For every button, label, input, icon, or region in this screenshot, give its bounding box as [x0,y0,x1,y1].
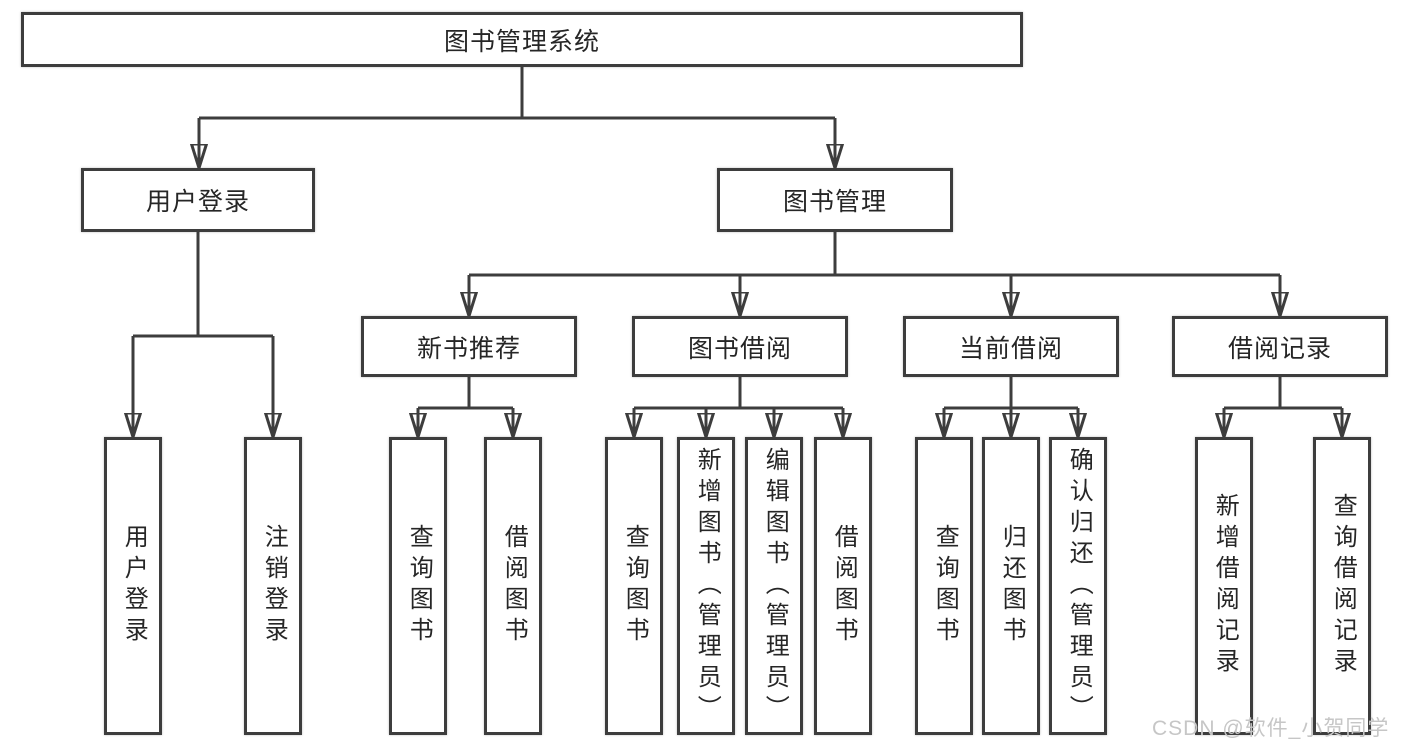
node-book-management-system: 图书管理系统 [21,12,1023,67]
leaf-borrow-books: 借阅图书 [814,437,872,735]
connector-new-book-recommendation-branch [418,377,513,437]
connector-book-management-branch [469,232,1280,316]
node-label: 归还图书 [998,524,1026,648]
node-label: 确认归还（管理员） [1065,446,1093,726]
connector-book-borrowing-branch [634,377,843,437]
node-label: 新增借阅记录 [1211,493,1239,679]
leaf-query-borrow-record: 查询借阅记录 [1313,437,1371,735]
leaf-edit-books-admin: 编辑图书（管理员） [745,437,803,735]
node-user-login: 用户登录 [81,168,315,232]
node-borrowing-records: 借阅记录 [1172,316,1388,377]
connector-current-borrowing-branch [944,377,1078,437]
leaf-query-books: 查询图书 [605,437,663,735]
node-label: 编辑图书（管理员） [761,446,789,726]
node-label: 当前借阅 [958,334,1063,363]
leaf-user-login: 用户登录 [104,437,162,735]
node-label: 查询图书 [405,524,433,648]
node-label: 查询图书 [621,524,649,648]
node-label: 图书管理 [782,188,887,216]
node-book-management: 图书管理 [717,168,953,232]
node-current-borrowing: 当前借阅 [903,316,1119,377]
connector-user-login-branch [133,232,273,437]
node-label: 查询借阅记录 [1329,493,1357,679]
leaf-add-borrow-record: 新增借阅记录 [1195,437,1253,735]
leaf-logout: 注销登录 [244,437,302,735]
leaf-query-books: 查询图书 [915,437,973,735]
node-label: 借阅图书 [500,524,528,648]
csdn-watermark: CSDN @软件_小贺同学 [1152,717,1390,740]
node-label: 用户登录 [120,524,148,648]
node-label: 新增图书（管理员） [693,446,721,726]
node-label: 借阅记录 [1227,334,1332,363]
node-book-borrowing: 图书借阅 [632,316,848,377]
leaf-borrow-books: 借阅图书 [484,437,542,735]
node-label: 查询图书 [931,524,959,648]
node-label: 新书推荐 [416,334,521,363]
node-label: 图书管理系统 [443,27,600,56]
node-label: 注销登录 [260,524,288,648]
node-new-book-recommendation: 新书推荐 [361,316,577,377]
leaf-add-books-admin: 新增图书（管理员） [677,437,735,735]
leaf-return-books: 归还图书 [982,437,1040,735]
connector-root-to-level2 [199,67,835,168]
leaf-query-books: 查询图书 [389,437,447,735]
node-label: 借阅图书 [830,524,858,648]
connector-borrowing-records-branch [1224,377,1342,437]
node-label: 用户登录 [145,188,250,216]
node-label: 图书借阅 [687,334,792,363]
leaf-confirm-return-admin: 确认归还（管理员） [1049,437,1107,735]
